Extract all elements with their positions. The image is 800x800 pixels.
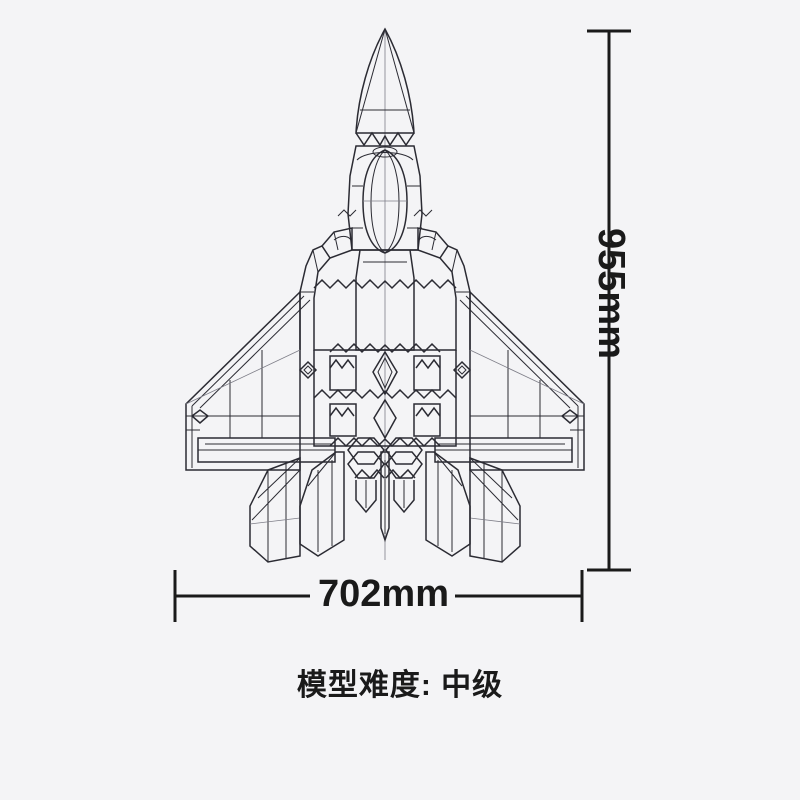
engine-nozzles: [347, 437, 423, 543]
left-horizontal-stabilizer: [299, 451, 345, 557]
model-difficulty-caption: 模型难度: 中级: [296, 669, 504, 702]
dimension-lines: [173, 29, 631, 622]
right-vertical-stabilizer: [469, 456, 521, 563]
left-wing: [185, 290, 336, 471]
right-wing: [434, 290, 585, 471]
left-vertical-stabilizer: [249, 456, 301, 563]
right-horizontal-stabilizer: [425, 451, 471, 557]
height-dimension-label: 955mm: [590, 228, 632, 359]
aircraft-outline: [185, 27, 585, 563]
width-dimension-label: 702mm: [318, 573, 449, 615]
weapons-bay-panels: [298, 342, 472, 448]
mid-fuselage: [299, 209, 471, 351]
